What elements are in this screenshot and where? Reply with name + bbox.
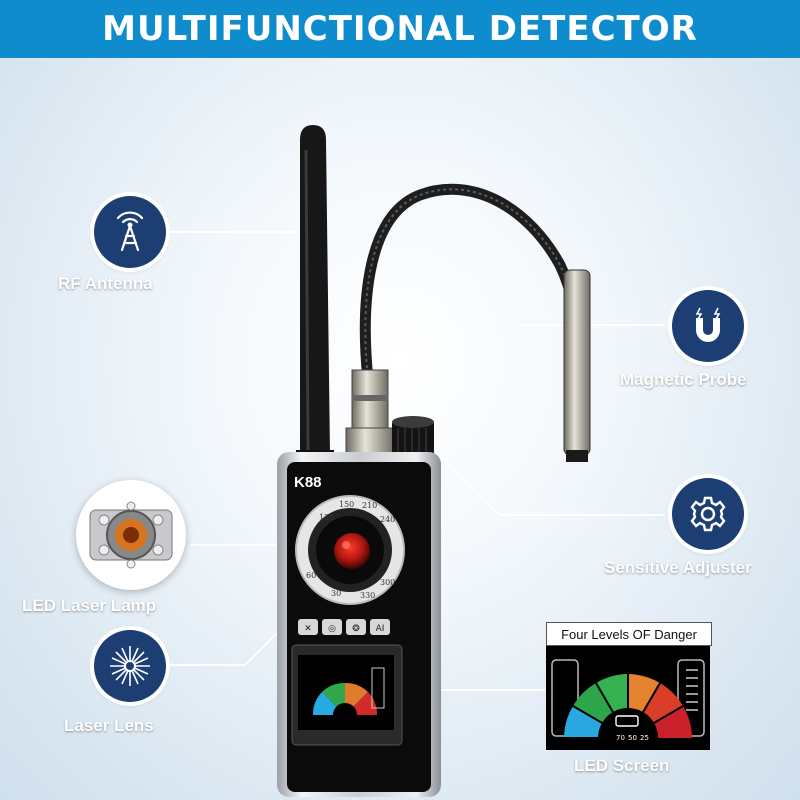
dial-mark: 30	[331, 589, 341, 598]
laser-lens-glass	[334, 533, 370, 569]
laser-lens-badge	[94, 630, 166, 702]
dial-mark: 240	[380, 515, 395, 524]
button-label: ❂	[352, 624, 360, 634]
danger-levels-title: Four Levels OF Danger	[546, 622, 712, 646]
led-screen-label: LED Screen	[574, 756, 670, 775]
device-screen	[291, 644, 403, 746]
dial-mark: 330	[360, 591, 375, 600]
button-label: AI	[376, 624, 385, 634]
gear-icon	[690, 496, 726, 532]
adjuster-connector-line	[439, 454, 665, 516]
led-laser-lamp-photo	[76, 480, 186, 590]
dial-marks: 120 150 210 240 300 330 30 60	[306, 500, 395, 600]
laser-lens-label: Laser Lens	[64, 716, 154, 735]
rf-antenna-label: RF Antenna	[58, 274, 153, 293]
danger-value: 50	[628, 734, 637, 742]
led-laser-lamp-label: LED Laser Lamp	[22, 596, 157, 615]
antenna-tower-icon	[116, 211, 144, 252]
rf-antenna-badge	[94, 196, 166, 268]
magnetic-probe	[359, 183, 591, 462]
dial-mark: 210	[362, 501, 377, 510]
device-button	[298, 619, 318, 635]
sensitive-adjuster-badge	[672, 478, 744, 550]
device-button	[322, 619, 342, 635]
device-button	[346, 619, 366, 635]
title-banner: MULTIFUNCTIONAL DETECTOR	[0, 0, 800, 58]
device-button	[370, 619, 390, 635]
device-buttons: ✕ ◎ ❂ AI	[298, 619, 390, 635]
laser-dial	[295, 495, 405, 605]
dial-mark: 60	[306, 571, 316, 580]
model-label: K88	[294, 474, 322, 491]
magnetic-probe-label: Magnetic Probe	[620, 370, 747, 389]
button-label: ◎	[328, 624, 336, 634]
danger-value: 25	[640, 734, 649, 742]
laser-burst-icon	[110, 646, 150, 686]
rf-antenna	[296, 125, 334, 460]
sensitive-adjuster-label: Sensitive Adjuster	[604, 558, 752, 577]
dial-mark: 300	[380, 578, 395, 587]
dial-mark: 150	[339, 500, 354, 509]
danger-value: 70	[616, 734, 625, 742]
magnet-icon	[695, 307, 721, 342]
magnetic-probe-badge	[672, 290, 744, 362]
page-title: MULTIFUNCTIONAL DETECTOR	[102, 9, 698, 49]
dial-mark: 120	[319, 513, 334, 522]
button-label: ✕	[304, 624, 312, 634]
laser-lamp-photo-icon	[89, 501, 173, 569]
led-screen-detail: 70 50 25	[546, 646, 710, 750]
